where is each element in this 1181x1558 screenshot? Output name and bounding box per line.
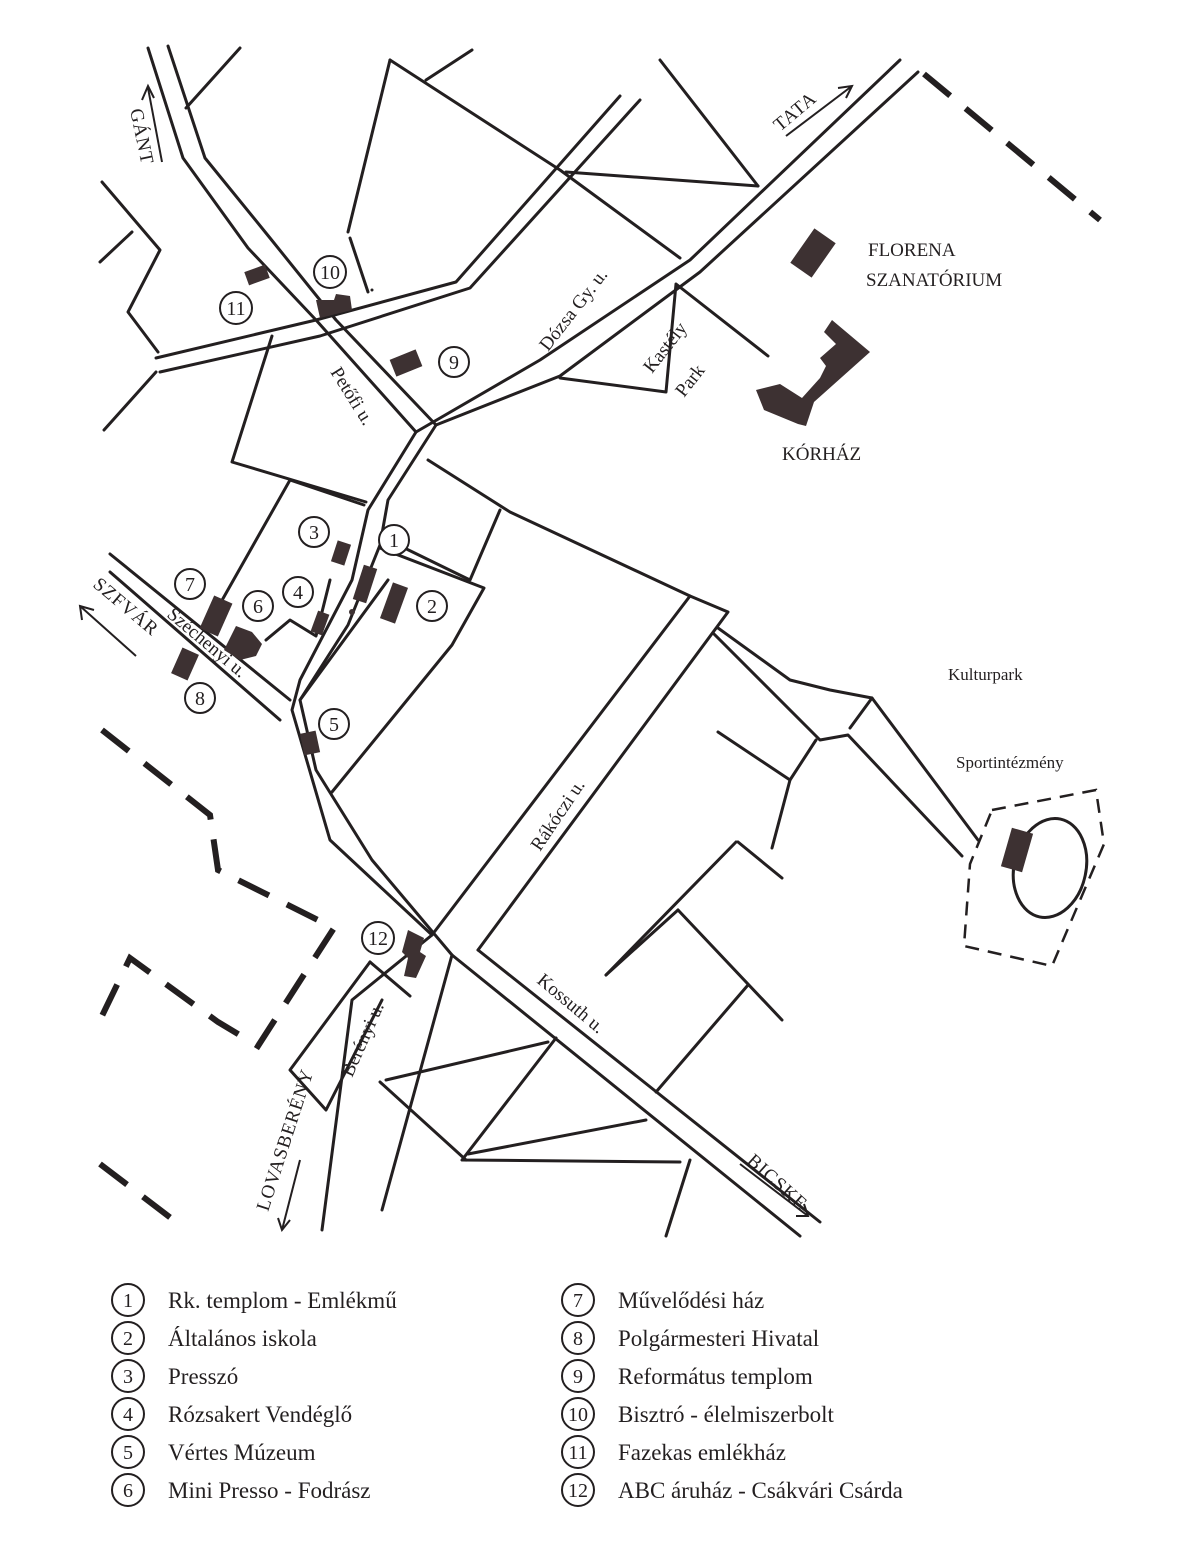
marker-12: 12	[361, 921, 395, 955]
svg-text:3: 3	[309, 522, 319, 544]
legend-number: 11	[561, 1435, 595, 1469]
legend-number: 6	[111, 1473, 145, 1507]
svg-text:1: 1	[389, 530, 399, 552]
marker-1: 1	[378, 524, 410, 556]
marker-5: 5	[318, 708, 350, 740]
legend-label: Református templom	[618, 1364, 813, 1389]
legend-number: 5	[111, 1435, 145, 1469]
place-label-florena: FLORENA	[868, 240, 956, 261]
place-label-kulturpark: Kulturpark	[948, 665, 1023, 684]
svg-text:10: 10	[568, 1404, 588, 1426]
legend-label: Mini Presso - Fodrász	[168, 1478, 371, 1503]
legend-label: Polgármesteri Hivatal	[618, 1326, 819, 1351]
marker-6: 6	[242, 590, 274, 622]
arrow-lovasbereny-icon	[277, 1159, 301, 1233]
legend-number: 9	[561, 1359, 595, 1393]
svg-text:2: 2	[427, 596, 437, 618]
legend-item-6: 6 Mini Presso - Fodrász	[111, 1473, 371, 1507]
marker-10: 10	[313, 255, 347, 289]
legend-label: Presszó	[168, 1364, 238, 1389]
legend-item-12: 12 ABC áruház - Csákvári Csárda	[561, 1473, 903, 1507]
svg-text:4: 4	[123, 1404, 133, 1426]
legend-number: 10	[561, 1397, 595, 1431]
svg-text:7: 7	[185, 574, 195, 596]
legend-label: Rózsakert Vendéglő	[168, 1402, 352, 1427]
direction-label-lovasbereny: LOVASBERÉNY	[252, 1066, 319, 1213]
arrow-gant-icon	[141, 83, 163, 163]
legend-label: Vértes Múzeum	[168, 1440, 316, 1465]
legend-label: Rk. templom - Emlékmű	[168, 1288, 397, 1313]
legend-label: Általános iskola	[168, 1326, 317, 1351]
street-label-bereny: Berényi u.	[337, 999, 388, 1080]
svg-text:6: 6	[253, 596, 263, 618]
marker-7: 7	[174, 568, 206, 600]
boundary-lines	[97, 71, 1106, 1231]
svg-text:9: 9	[573, 1366, 583, 1388]
direction-label-bicske: BICSKE	[743, 1150, 812, 1215]
svg-text:11: 11	[568, 1442, 587, 1464]
street-label-kastely: Kastély	[639, 318, 692, 377]
marker-11: 11	[219, 291, 253, 325]
place-label-szanatorium: SZANATÓRIUM	[866, 269, 1002, 291]
street-label-petofi: Petőfi u.	[326, 364, 378, 430]
street-label-dozsa: Dózsa Gy. u.	[535, 265, 612, 355]
legend-label: Bisztró - élelmiszerbolt	[618, 1402, 834, 1427]
legend-item-7: 7 Művelődési ház	[561, 1283, 764, 1317]
legend-item-9: 9 Református templom	[561, 1359, 813, 1393]
svg-text:12: 12	[368, 928, 388, 950]
svg-text:8: 8	[573, 1328, 583, 1350]
legend-item-11: 11 Fazekas emlékház	[561, 1435, 786, 1469]
arrow-tata-icon	[785, 84, 854, 137]
road-network	[98, 44, 980, 1238]
legend-item-4: 4 Rózsakert Vendéglő	[111, 1397, 352, 1431]
marker-9: 9	[438, 346, 470, 378]
marker-8: 8	[184, 682, 216, 714]
svg-text:6: 6	[123, 1480, 133, 1502]
legend-item-2: 2 Általános iskola	[111, 1321, 317, 1355]
legend-item-1: 1 Rk. templom - Emlékmű	[111, 1283, 397, 1317]
marker-3: 3	[298, 516, 330, 548]
street-label-park: Park	[671, 360, 709, 401]
arrow-szfvar-icon	[78, 604, 137, 657]
buildings	[171, 228, 1034, 978]
legend-number: 3	[111, 1359, 145, 1393]
svg-text:4: 4	[293, 582, 303, 604]
legend-label: Művelődési ház	[618, 1288, 764, 1313]
svg-text:8: 8	[195, 688, 205, 710]
svg-text:7: 7	[573, 1290, 583, 1312]
legend-number: 7	[561, 1283, 595, 1317]
legend-label: Fazekas emlékház	[618, 1440, 786, 1465]
svg-text:5: 5	[123, 1442, 133, 1464]
place-label-korhaz: KÓRHÁZ	[782, 443, 861, 465]
svg-text:3: 3	[123, 1366, 133, 1388]
marker-4: 4	[282, 576, 314, 608]
place-label-sport: Sportintézmény	[956, 753, 1064, 772]
legend-item-3: 3 Presszó	[111, 1359, 238, 1393]
legend-number: 2	[111, 1321, 145, 1355]
svg-text:1: 1	[123, 1290, 133, 1312]
svg-text:5: 5	[329, 714, 339, 736]
svg-text:12: 12	[568, 1480, 588, 1502]
legend-number: 12	[561, 1473, 595, 1507]
legend-item-10: 10 Bisztró - élelmiszerbolt	[561, 1397, 834, 1431]
legend-number: 4	[111, 1397, 145, 1431]
legend: 1 Rk. templom - Emlékmű 2 Általános iskola 3…	[111, 1283, 903, 1507]
svg-text:10: 10	[320, 262, 340, 284]
legend-item-8: 8 Polgármesteri Hivatal	[561, 1321, 819, 1355]
legend-item-5: 5 Vértes Múzeum	[111, 1435, 316, 1469]
svg-text:9: 9	[449, 352, 459, 374]
arrow-bicske-icon	[739, 1163, 810, 1217]
marker-2: 2	[416, 590, 448, 622]
legend-number: 8	[561, 1321, 595, 1355]
legend-label: ABC áruház - Csákvári Csárda	[618, 1478, 903, 1503]
svg-text:2: 2	[123, 1328, 133, 1350]
svg-text:11: 11	[226, 298, 245, 320]
legend-number: 1	[111, 1283, 145, 1317]
